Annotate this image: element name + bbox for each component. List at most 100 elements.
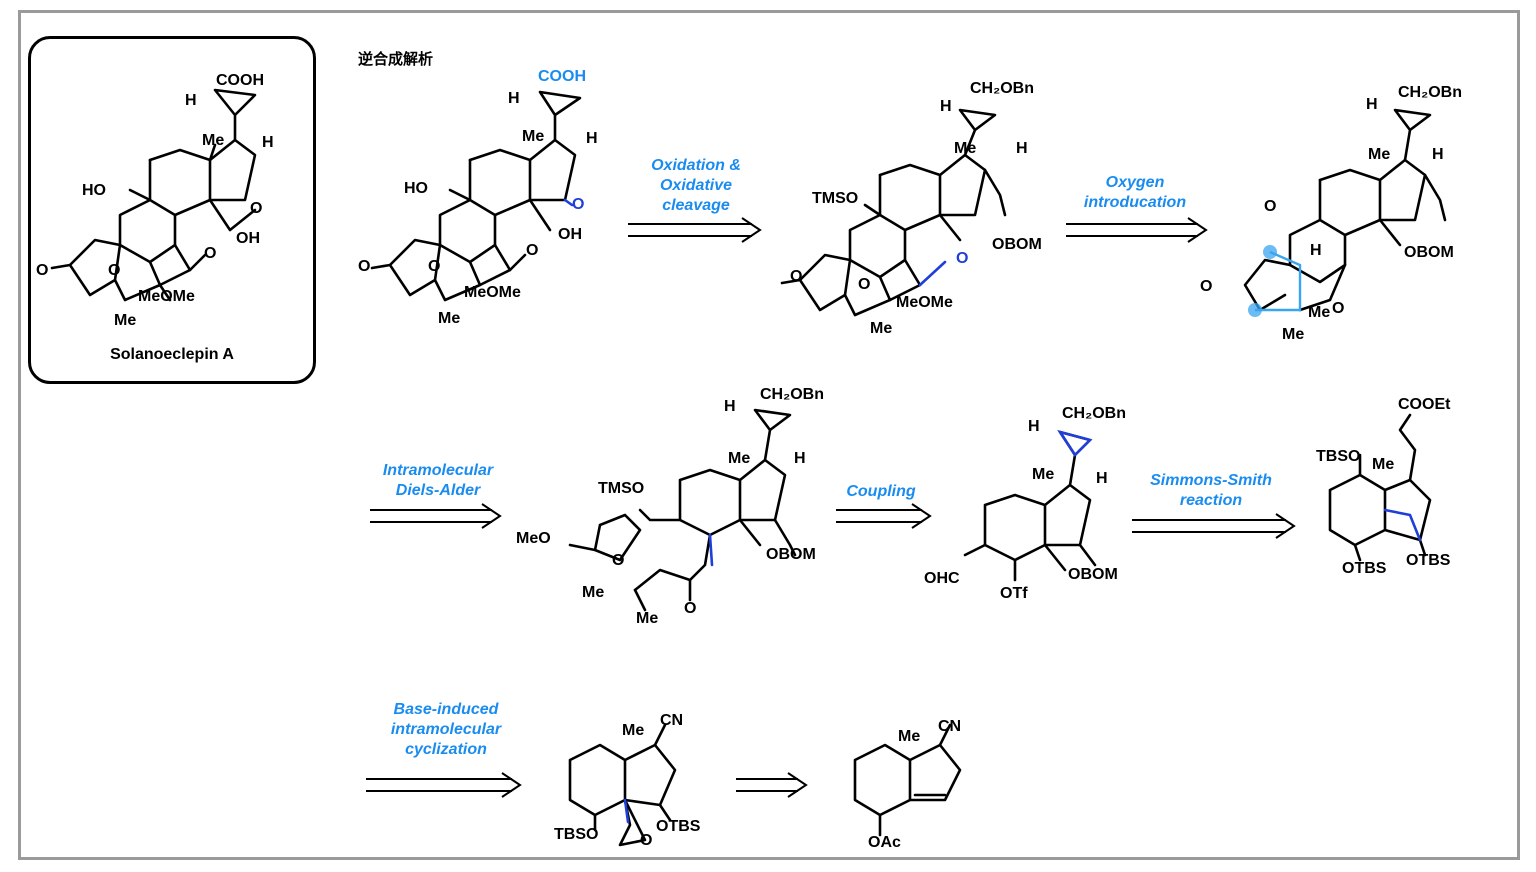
atom-label: H bbox=[1432, 146, 1444, 163]
atom-label: OAc bbox=[868, 834, 901, 851]
outer-frame bbox=[18, 10, 1520, 860]
atom-label: Me bbox=[870, 320, 893, 337]
atom-label: O bbox=[612, 552, 625, 569]
atom-label: COOH bbox=[538, 68, 586, 85]
atom-label: O bbox=[858, 276, 871, 293]
molecule-5 bbox=[568, 408, 797, 612]
atom-label: Me bbox=[1032, 466, 1055, 483]
atom-label: CN bbox=[660, 712, 684, 729]
highlight-bond-3 bbox=[918, 260, 947, 287]
retro-arrow-1 bbox=[628, 217, 762, 243]
diagram-heading: 逆合成解析 bbox=[358, 50, 434, 68]
molecule-9 bbox=[853, 723, 962, 837]
retro-arrow-2 bbox=[1066, 217, 1208, 243]
atom-label: OTf bbox=[1000, 585, 1028, 602]
atom-label: MeOMe bbox=[464, 284, 521, 301]
atom-label: MeOMe bbox=[138, 288, 195, 305]
retro-arrow-3 bbox=[370, 503, 502, 529]
step-label-coupling: Coupling bbox=[846, 483, 916, 500]
highlight-bond-2 bbox=[563, 198, 574, 207]
molecule-3 bbox=[780, 108, 1007, 317]
atom-label: OTBS bbox=[656, 818, 701, 835]
atom-label: Me bbox=[522, 128, 545, 145]
atom-label: Me bbox=[622, 722, 645, 739]
atom-label: O bbox=[428, 258, 441, 275]
highlight-bond-8 bbox=[623, 798, 630, 824]
atom-label: H bbox=[1366, 96, 1378, 113]
atom-label: OH bbox=[558, 226, 582, 243]
atom-label: CH₂OBn bbox=[1398, 84, 1462, 101]
retro-arrow-6 bbox=[366, 772, 522, 798]
atom-label: Me bbox=[438, 310, 461, 327]
atom-label: H bbox=[586, 130, 598, 147]
highlight-bond-5 bbox=[708, 533, 714, 567]
atom-label: OHC bbox=[924, 570, 960, 587]
atom-label: COOEt bbox=[1398, 396, 1451, 413]
atom-label: MeO bbox=[516, 530, 551, 547]
atom-label: CH₂OBn bbox=[970, 80, 1034, 97]
highlight-cyclopropane bbox=[1057, 429, 1093, 458]
atom-label: OBOM bbox=[1404, 244, 1454, 261]
atom-label: H bbox=[1096, 470, 1108, 487]
atom-label: O bbox=[1264, 198, 1277, 215]
atom-label: H bbox=[940, 98, 952, 115]
atom-label: Me bbox=[898, 728, 921, 745]
atom-label: O bbox=[790, 268, 803, 285]
atom-label: H bbox=[185, 92, 197, 109]
atom-label: Me bbox=[954, 140, 977, 157]
atom-label: HO bbox=[82, 182, 106, 199]
atom-label: O bbox=[204, 245, 217, 262]
highlight-bond-7 bbox=[1383, 508, 1422, 542]
atom-label: COOH bbox=[216, 72, 264, 89]
atom-label: Me bbox=[1372, 456, 1395, 473]
atom-label: OBOM bbox=[1068, 566, 1118, 583]
atom-label: O bbox=[358, 258, 371, 275]
step-label-oxidation: Oxidation & Oxidative cleavage bbox=[651, 157, 741, 214]
atom-label: H bbox=[508, 90, 520, 107]
retro-arrow-7 bbox=[736, 772, 808, 798]
atom-label: H bbox=[262, 134, 274, 151]
atom-label: OTBS bbox=[1406, 552, 1451, 569]
atom-label: O bbox=[1200, 278, 1213, 295]
atom-label: TMSO bbox=[812, 190, 859, 207]
atom-label: CN bbox=[938, 718, 962, 735]
atom-label: OH bbox=[236, 230, 260, 247]
atom-label: OTBS bbox=[1342, 560, 1387, 577]
target-box bbox=[28, 36, 316, 384]
atom-label: Me bbox=[1308, 304, 1331, 321]
atom-label: Me bbox=[1368, 146, 1391, 163]
atom-label: Me bbox=[636, 610, 659, 627]
atom-label: O bbox=[1332, 300, 1345, 317]
molecule-7 bbox=[1328, 413, 1432, 562]
atom-label: O bbox=[640, 832, 653, 849]
atom-label: TBSO bbox=[554, 826, 599, 843]
atom-label: OBOM bbox=[992, 236, 1042, 253]
atom-label: Me bbox=[728, 450, 751, 467]
atom-label: TMSO bbox=[598, 480, 645, 497]
retro-arrow-5 bbox=[1132, 513, 1296, 539]
atom-label: Me bbox=[1282, 326, 1305, 343]
atom-label: CH₂OBn bbox=[760, 386, 824, 403]
highlight-ring bbox=[1255, 250, 1302, 312]
molecule-2 bbox=[370, 90, 582, 302]
atom-label: H bbox=[1310, 242, 1322, 259]
atom-label: HO bbox=[404, 180, 428, 197]
molecule-6 bbox=[963, 430, 1097, 582]
atom-label: O bbox=[526, 242, 539, 259]
atom-label: CH₂OBn bbox=[1062, 405, 1126, 422]
atom-label: OBOM bbox=[766, 546, 816, 563]
step-label-diels-alder: Intramolecular Diels-Alder bbox=[382, 462, 494, 499]
target-name: Solanoeclepin A bbox=[110, 346, 234, 363]
step-label-simmons-smith: Simmons-Smith reaction bbox=[1150, 472, 1272, 509]
atom-label: H bbox=[1028, 418, 1040, 435]
atom-label: H bbox=[794, 450, 806, 467]
retro-arrow-4 bbox=[836, 503, 932, 529]
atom-label: H bbox=[1016, 140, 1028, 157]
molecule-solanoeclepin bbox=[50, 88, 257, 302]
atom-label: O bbox=[108, 262, 121, 279]
step-label-oxygen: Oxygen introducation bbox=[1083, 174, 1187, 211]
atom-label: Me bbox=[582, 584, 605, 601]
highlight-atoms-4 bbox=[1248, 245, 1302, 317]
